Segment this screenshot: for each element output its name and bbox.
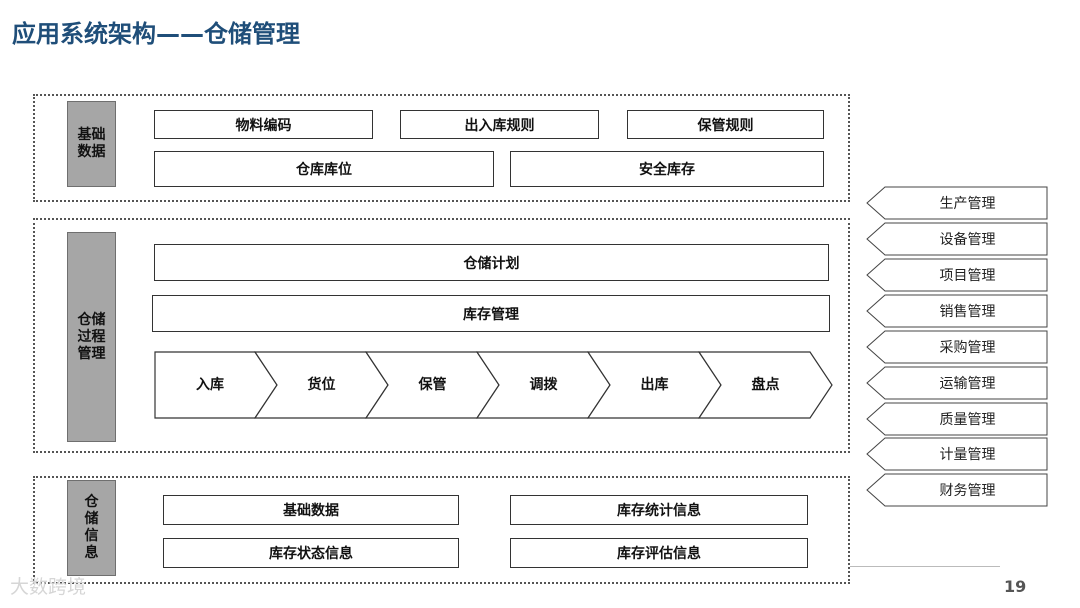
info-label-line: 仓 [84,494,99,510]
inout-rules-box: 出入库规则 [400,110,599,139]
side-item-label: 计量管理 [939,447,996,463]
process-label-line: 仓储 [77,311,106,328]
side-item-project: 项目管理 [865,258,1050,292]
flow-step-outbound: 出库 [640,377,669,393]
side-item-label: 项目管理 [939,268,996,284]
side-item-purchasing: 采购管理 [865,330,1050,364]
process-label: 仓储 过程 管理 [67,232,116,442]
info-label-line: 储 [84,511,99,527]
stock-valuation-box: 库存评估信息 [510,538,808,568]
side-item-label: 生产管理 [939,196,996,212]
process-flow-chevrons [154,351,833,419]
info-label-line: 信 [84,528,99,544]
material-code-box: 物料编码 [154,110,373,139]
basic-data-info-box: 基础数据 [163,495,459,525]
info-label: 仓 储 信 息 [67,480,116,576]
flow-step-location: 货位 [307,377,336,393]
flow-step-inbound: 入库 [196,377,224,393]
side-item-quality: 质量管理 [865,402,1050,436]
flow-step-transfer: 调拨 [529,377,558,393]
flow-step-storage: 保管 [418,377,447,393]
page-number: 19 [1004,577,1027,596]
side-item-label: 财务管理 [939,483,996,499]
flow-step-stocktake: 盘点 [751,377,780,393]
side-item-metering: 计量管理 [865,437,1050,471]
side-item-finance: 财务管理 [865,473,1050,507]
process-section [33,218,850,453]
side-item-label: 运输管理 [939,376,996,392]
process-label-line: 管理 [77,345,106,362]
side-item-label: 采购管理 [939,340,996,356]
stock-statistics-box: 库存统计信息 [510,495,808,525]
warehouse-location-box: 仓库库位 [154,151,494,187]
side-item-equipment: 设备管理 [865,222,1050,256]
process-label-line: 过程 [77,328,106,345]
side-item-label: 销售管理 [939,304,996,320]
info-section [33,476,850,584]
basic-label-line: 数据 [77,144,106,160]
warehouse-plan-box: 仓储计划 [154,244,829,281]
basic-data-label: 基础 数据 [67,101,116,187]
watermark-text: 大数跨境 [10,576,87,598]
side-item-label: 质量管理 [939,412,996,428]
inventory-management-box: 库存管理 [152,295,830,332]
side-item-production: 生产管理 [865,186,1050,220]
basic-label-line: 基础 [77,127,106,143]
safety-stock-box: 安全库存 [510,151,824,187]
info-label-line: 息 [84,545,99,561]
page-title: 应用系统架构——仓储管理 [12,20,300,48]
process-flow: 入库 货位 保管 调拨 出库 盘点 [154,351,834,419]
side-item-transport: 运输管理 [865,366,1050,400]
footer-divider [850,566,1000,567]
stock-status-box: 库存状态信息 [163,538,459,568]
flow-step-shape [697,351,833,419]
side-item-sales: 销售管理 [865,294,1050,328]
side-item-label: 设备管理 [939,232,996,248]
storage-rules-box: 保管规则 [627,110,824,139]
basic-data-section [33,94,850,202]
